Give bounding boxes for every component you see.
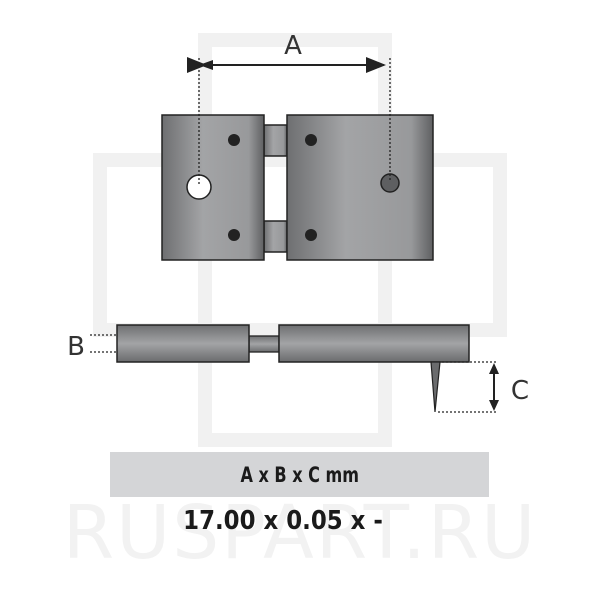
label-a: A [284,31,302,61]
dimension-values: 17.00 x 0.05 x - [183,506,383,536]
screw-holes [228,134,317,241]
hinge-knuckle-top [263,124,288,157]
side-connector [248,335,280,353]
label-c: C [511,376,529,406]
hinge-knuckle-bottom [263,220,288,253]
pin-hole-filled [380,173,400,193]
dimension-a-extension [198,58,391,185]
side-right-bar [278,324,470,363]
dimension-bc-extension [90,334,498,413]
spike [430,361,441,413]
label-b: B [67,332,85,362]
watermark: RUSPART.RU [62,490,538,576]
side-left-bar [116,324,250,363]
dimension-header: A x B x C mm [240,462,359,487]
left-plate [161,114,265,261]
dimension-header-band: A x B x C mm [110,452,489,497]
